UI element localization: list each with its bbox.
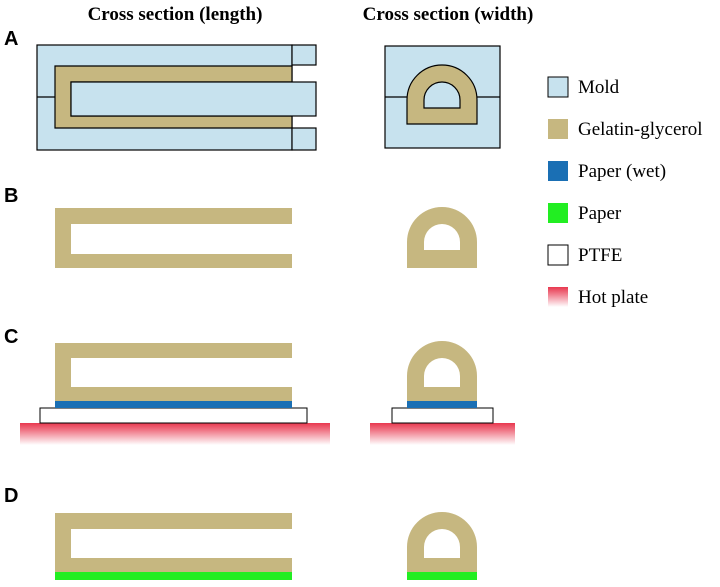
legend-swatch-paper bbox=[548, 203, 568, 223]
legend-swatch-mold bbox=[547, 76, 569, 98]
row-c-length bbox=[20, 343, 330, 445]
legend-swatch-paper-wet bbox=[548, 161, 568, 181]
row-a-length bbox=[36, 44, 317, 151]
paper-dry bbox=[55, 572, 292, 580]
hot-plate bbox=[20, 423, 330, 445]
legend-swatch-gel bbox=[548, 119, 568, 139]
row-d-width bbox=[407, 512, 477, 580]
ptfe-sheet-width bbox=[391, 407, 494, 424]
legend-label-paper-wet: Paper (wet) bbox=[578, 161, 666, 182]
row-label-a: A bbox=[4, 28, 18, 50]
row-d-length bbox=[55, 513, 292, 580]
mold-tab-top bbox=[291, 44, 317, 66]
header-length: Cross section (length) bbox=[88, 4, 263, 25]
header-width: Cross section (width) bbox=[363, 4, 534, 25]
gel-channel-width bbox=[407, 512, 477, 572]
gel-channel bbox=[55, 513, 292, 572]
paper-wet bbox=[55, 401, 292, 408]
mold-core bbox=[70, 81, 317, 117]
gel-channel-width bbox=[407, 207, 477, 268]
gel-channel bbox=[55, 208, 292, 268]
paper-dry-width bbox=[407, 572, 477, 580]
legend-swatch-ptfe bbox=[547, 244, 569, 266]
ptfe-sheet bbox=[39, 407, 308, 424]
legend-swatch-hot-plate bbox=[548, 287, 568, 307]
gel-channel bbox=[55, 343, 292, 401]
row-b-length bbox=[55, 208, 292, 268]
hot-plate-width bbox=[370, 423, 515, 445]
legend-label-hot-plate: Hot plate bbox=[578, 287, 648, 308]
row-label-b: B bbox=[4, 185, 18, 207]
legend: Mold Gelatin-glycerol Paper (wet) Paper … bbox=[547, 76, 703, 308]
paper-wet-width bbox=[407, 401, 477, 408]
legend-label-mold: Mold bbox=[578, 77, 620, 98]
mold-core-width bbox=[423, 81, 461, 109]
row-a-width bbox=[384, 45, 501, 149]
gel-channel-width bbox=[407, 341, 477, 401]
legend-label-gel: Gelatin-glycerol bbox=[578, 119, 703, 140]
legend-label-ptfe: PTFE bbox=[578, 245, 622, 266]
row-label-c: C bbox=[4, 326, 18, 348]
mold-tab-bottom bbox=[291, 127, 317, 151]
row-c-width bbox=[370, 341, 515, 445]
legend-label-paper: Paper bbox=[578, 203, 622, 224]
row-label-d: D bbox=[4, 485, 18, 507]
row-b-width bbox=[407, 207, 477, 268]
